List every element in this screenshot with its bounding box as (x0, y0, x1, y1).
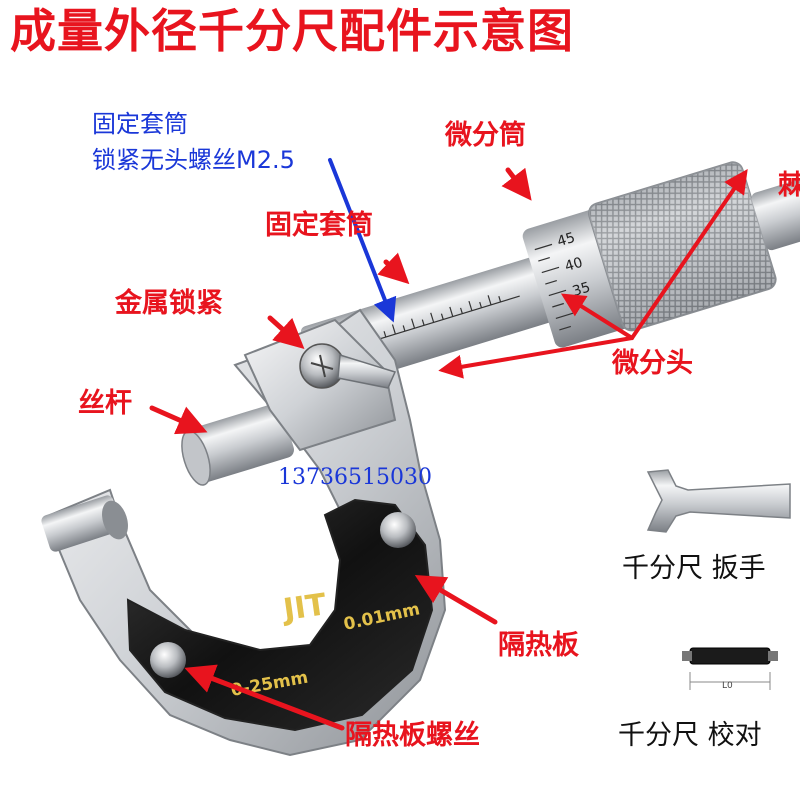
standard-mark: L0 (722, 681, 733, 691)
arrow-spindle (149, 405, 208, 435)
label-metal-lock: 金属锁紧 (115, 288, 223, 319)
label-wrench: 千分尺 扳手 (622, 553, 766, 584)
label-thimble: 微分筒 (445, 120, 526, 151)
plate-screw-top (380, 512, 416, 548)
label-fixed-sleeve-screw-sub: 锁紧无头螺丝M2.5 (92, 146, 295, 174)
sleeve-scale (366, 295, 520, 344)
arrow-metal-lock (267, 315, 305, 350)
label-insulation-screw: 隔热板螺丝 (345, 720, 480, 751)
annotation-arrows (149, 158, 748, 731)
spindle (181, 403, 295, 486)
label-fixed-sleeve: 固定套筒 (265, 210, 373, 241)
label-setting-standard: 千分尺 校对 (618, 720, 762, 751)
thimble-number-2: 40 (563, 255, 585, 276)
arrow-insulation-screw (184, 664, 345, 731)
label-spindle: 丝杆 (78, 388, 132, 419)
arrow-thimble (501, 167, 532, 201)
lock-collar (243, 318, 397, 452)
arrow-micro-head-1 (560, 293, 634, 340)
metal-lock-lever (337, 354, 397, 389)
label-ratchet-partial: 棘 (778, 170, 800, 201)
wrench-accessory (646, 469, 791, 533)
arrow-insulation-plate (414, 574, 498, 625)
label-insulation-plate: 隔热板 (498, 630, 579, 661)
thimble-number-1: 45 (555, 230, 577, 251)
plate-screw-bottom (150, 642, 186, 678)
arrow-micro-head-2 (438, 336, 634, 379)
phone-number: 13736515030 (278, 465, 432, 490)
arrow-fixed-sleeve-screw (328, 158, 397, 323)
plate-brand: JIT (279, 587, 329, 628)
page-title: 成量外径千分尺配件示意图 (10, 4, 574, 58)
label-micro-head: 微分头 (612, 348, 693, 379)
arrow-micro-head-3 (630, 169, 748, 340)
anvil (41, 495, 122, 552)
ratchet-shaft (751, 178, 800, 251)
label-fixed-sleeve-screw-title: 固定套筒 (92, 110, 188, 138)
setting-standard-accessory: L0 (682, 647, 778, 691)
arrow-fixed-sleeve (377, 252, 410, 285)
